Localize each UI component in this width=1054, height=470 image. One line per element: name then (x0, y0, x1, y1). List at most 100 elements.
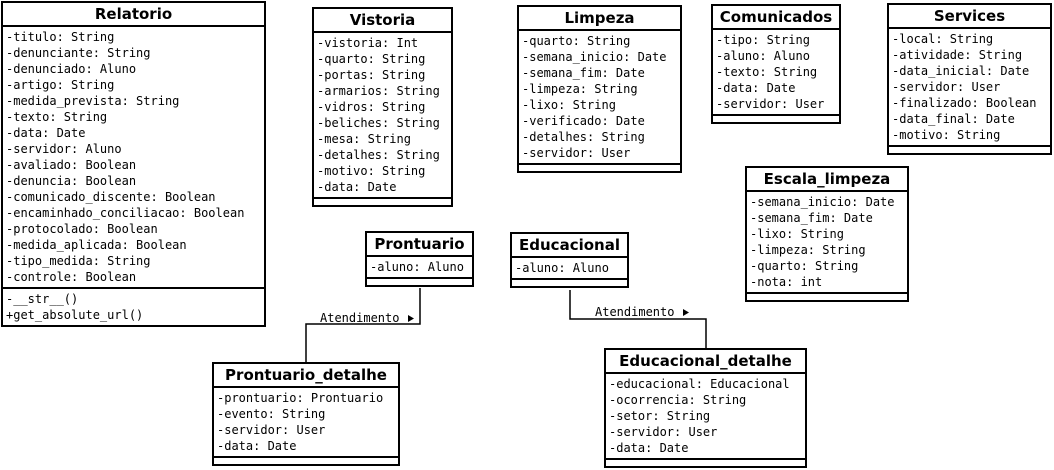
attribute: -denunciado: Aluno (6, 62, 137, 76)
class-name: Services (889, 5, 1050, 29)
attribute: -medida_aplicada: Boolean (6, 238, 187, 252)
attribute: -avaliado: Boolean (6, 158, 137, 172)
attribute: -semana_fim: Date (750, 211, 873, 225)
class-limpeza[interactable]: Limpeza-quarto: String-semana_inicio: Da… (517, 5, 682, 173)
class-escala-limpeza[interactable]: Escala_limpeza -semana_inicio: Date -seman… (745, 166, 909, 302)
attribute: -detalhes: String (317, 148, 440, 162)
attribute: -titulo: String (6, 30, 115, 44)
attribute: -protocolado: Boolean (6, 222, 158, 236)
attribute: -armarios: String (317, 84, 440, 98)
class-name: Vistoria (314, 9, 451, 33)
class-educacional-detalhe[interactable]: Educacional_detalhe-educacional: Educaci… (604, 348, 807, 468)
direction-arrow-icon (408, 315, 414, 322)
attribute: -tipo: String (716, 33, 810, 47)
attribute: -texto: String (6, 110, 108, 124)
method-list (606, 460, 805, 466)
attribute: -tipo_medida: String (6, 254, 151, 268)
attribute: -servidor: User (892, 80, 1001, 94)
method: -__str__() (6, 292, 79, 306)
attribute: -comunicado_discente: Boolean (6, 190, 216, 204)
attribute: -denuncia: Boolean (6, 174, 137, 188)
attribute: -medida_prevista: String (6, 94, 180, 108)
method-list (713, 116, 839, 122)
attribute: -artigo: String (6, 78, 115, 92)
educacional-to-detalhe-line (569, 290, 707, 348)
attribute: -prontuario: Prontuario (217, 391, 384, 405)
prontuario-to-detalhe-line (305, 288, 421, 362)
attribute: -denunciante: String (6, 46, 151, 60)
attribute-list: -vistoria: Int -quarto: String -portas: St… (314, 33, 451, 199)
attribute: -lixo: String (750, 227, 844, 241)
attribute: -data: Date (609, 441, 689, 455)
attribute: -setor: String (609, 409, 711, 423)
class-name: Limpeza (519, 7, 680, 31)
method-list (519, 165, 680, 171)
class-prontuario[interactable]: Prontuario-aluno: Aluno (365, 231, 474, 287)
attribute: -beliches: String (317, 116, 440, 130)
class-name: Escala_limpeza (747, 168, 907, 192)
attribute: -nota: int (750, 275, 823, 289)
attribute: -data: Date (217, 439, 297, 453)
method-list (889, 147, 1050, 153)
class-name: Prontuario_detalhe (214, 364, 398, 388)
class-name: Prontuario (367, 233, 472, 257)
attribute: -limpeza: String (522, 82, 638, 96)
attribute: -encaminhado_conciliacao: Boolean (6, 206, 245, 220)
attribute: -semana_fim: Date (522, 66, 645, 80)
attribute: -vistoria: Int (317, 36, 419, 50)
attribute: -semana_inicio: Date (750, 195, 895, 209)
direction-arrow-icon (683, 309, 689, 316)
attribute: -atividade: String (892, 48, 1023, 62)
attribute: -portas: String (317, 68, 426, 82)
class-relatorio[interactable]: Relatorio -titulo: String -denunciante: St… (1, 1, 266, 327)
attribute: -aluno: Aluno (515, 261, 609, 275)
attribute: -finalizado: Boolean (892, 96, 1037, 110)
attribute: -data: Date (716, 81, 796, 95)
method-list (747, 294, 907, 300)
class-educacional[interactable]: Educacional -aluno: Aluno (510, 232, 629, 288)
attribute: -verificado: Date (522, 114, 645, 128)
attribute: -educacional: Educacional (609, 377, 790, 391)
attribute: -quarto: String (317, 52, 426, 66)
class-vistoria[interactable]: Vistoria -vistoria: Int -quarto: String -po… (312, 7, 453, 207)
attribute: -aluno: Aluno (716, 49, 810, 63)
attribute-list: -aluno: Aluno (367, 257, 472, 279)
class-prontuario-detalhe[interactable]: Prontuario_detalhe -prontuario: Prontuari… (212, 362, 400, 466)
attribute-list: -titulo: String -denunciante: String -denu… (3, 27, 264, 289)
class-name: Educacional (512, 234, 627, 258)
class-name: Educacional_detalhe (606, 350, 805, 374)
attribute: -vidros: String (317, 100, 426, 114)
attribute: -texto: String (716, 65, 818, 79)
attribute: -lixo: String (522, 98, 616, 112)
attribute: -controle: Boolean (6, 270, 137, 284)
method-list (512, 280, 627, 286)
method-list (214, 458, 398, 464)
attribute: -evento: String (217, 407, 326, 421)
attribute: -mesa: String (317, 132, 411, 146)
attribute-list: -local: String-atividade: String-data_in… (889, 29, 1050, 147)
attribute-list: -aluno: Aluno (512, 258, 627, 280)
attribute: -data: Date (6, 126, 86, 140)
attribute: -servidor: Aluno (6, 142, 122, 156)
attribute: -servidor: User (716, 97, 825, 111)
method-list (314, 199, 451, 205)
attribute: -quarto: String (750, 259, 859, 273)
attribute: -local: String (892, 32, 994, 46)
class-comunicados[interactable]: Comunicados -tipo: String -aluno: Aluno -te… (711, 4, 841, 124)
attribute: -limpeza: String (750, 243, 866, 257)
attribute-list: -educacional: Educacional-ocorrencia: St… (606, 374, 805, 460)
method-list: -__str__()+get_absolute_url() (3, 289, 264, 325)
class-services[interactable]: Services -local: String -atividade: String… (887, 3, 1052, 155)
attribute-list: -tipo: String -aluno: Aluno -texto: String… (713, 30, 839, 116)
attribute: -data: Date (317, 180, 397, 194)
attribute: -servidor: User (609, 425, 718, 439)
attribute-list: -prontuario: Prontuario-evento: String-s… (214, 388, 398, 458)
attribute-list: -quarto: String-semana_inicio: Date-sema… (519, 31, 680, 165)
association-label: Atendimento (595, 305, 675, 319)
class-name: Comunicados (713, 6, 839, 30)
attribute: -motivo: String (317, 164, 426, 178)
attribute: -semana_inicio: Date (522, 50, 667, 64)
association-label: Atendimento (320, 311, 400, 325)
attribute: -data_final: Date (892, 112, 1015, 126)
class-name: Relatorio (3, 3, 264, 27)
